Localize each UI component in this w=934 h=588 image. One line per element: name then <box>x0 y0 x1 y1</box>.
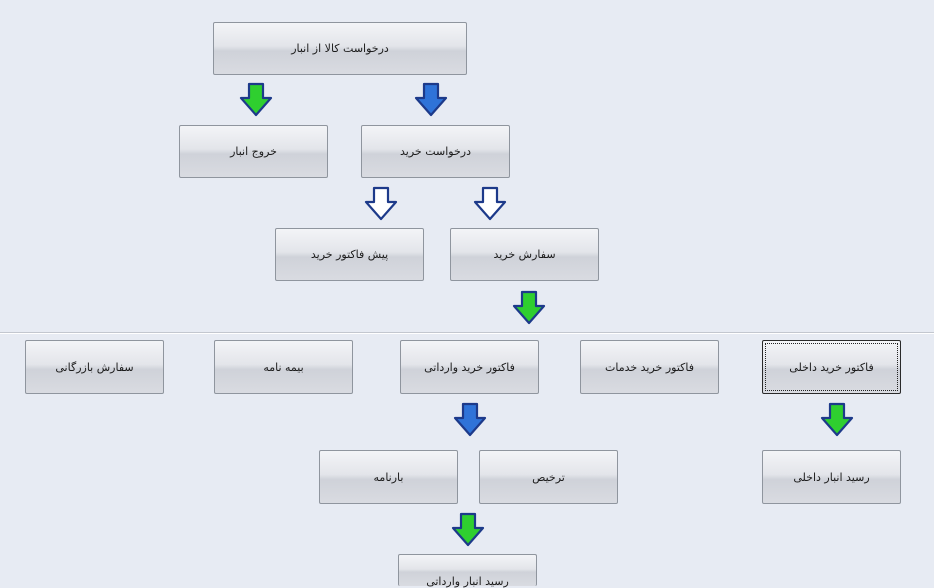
blue-down-arrow-icon <box>412 81 450 119</box>
domestic-warehouse-receipt-button[interactable]: رسید انبار داخلی <box>762 450 901 504</box>
insurance-policy-button[interactable]: بیمه نامه <box>214 340 353 394</box>
white-down-arrow-icon <box>471 185 509 223</box>
blue-down-arrow-icon <box>451 401 489 439</box>
proforma-invoice-button[interactable]: پیش فاکتور خرید <box>275 228 424 281</box>
green-down-arrow-icon <box>818 401 856 439</box>
import-warehouse-receipt-button[interactable]: رسید انبار وارداتی <box>398 554 537 588</box>
section-divider <box>0 332 934 334</box>
services-purchase-invoice-button[interactable]: فاکتور خرید خدمات <box>580 340 719 394</box>
bill-of-lading-button[interactable]: بارنامه <box>319 450 458 504</box>
customs-clearance-button[interactable]: ترخیص <box>479 450 618 504</box>
warehouse-exit-button[interactable]: خروج انبار <box>179 125 328 178</box>
green-down-arrow-icon <box>237 81 275 119</box>
domestic-purchase-invoice-button[interactable]: فاکتور خرید داخلی <box>762 340 901 394</box>
goods-request-from-warehouse-button[interactable]: درخواست کالا از انبار <box>213 22 467 75</box>
commercial-order-button[interactable]: سفارش بازرگانی <box>25 340 164 394</box>
purchase-order-button[interactable]: سفارش خرید <box>450 228 599 281</box>
white-down-arrow-icon <box>362 185 400 223</box>
green-down-arrow-icon <box>449 511 487 549</box>
purchase-request-button[interactable]: درخواست خرید <box>361 125 510 178</box>
import-purchase-invoice-button[interactable]: فاکتور خرید وارداتی <box>400 340 539 394</box>
green-down-arrow-icon <box>510 289 548 327</box>
